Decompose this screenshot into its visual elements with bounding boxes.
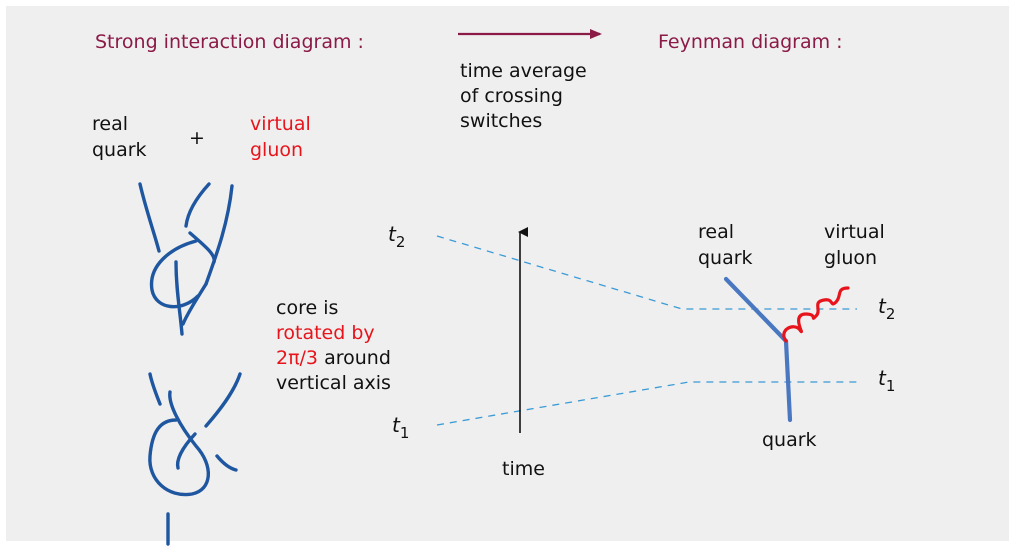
feynman-heading: Feynman diagram :	[658, 30, 843, 55]
time-lines	[437, 236, 857, 425]
feynman-virtual-gluon-label-line-1: virtual	[824, 220, 885, 245]
strand-lower-right-top	[206, 374, 240, 426]
virtual-gluon-label-line-1: virtual	[250, 112, 311, 137]
strand-lower-loop	[150, 392, 208, 495]
feynman-real-quark-label-line-1: real	[698, 220, 734, 245]
gluon-wavy-line	[784, 288, 848, 341]
time-t2-label: t2	[388, 222, 405, 251]
feynman-quark-line	[786, 341, 790, 420]
strand-tangle	[140, 184, 240, 544]
arrow-caption-line-2: of crossing	[460, 84, 563, 109]
strong-interaction-heading: Strong interaction diagram :	[95, 30, 364, 55]
dashed-t1-line	[437, 382, 857, 425]
feynman-virtual-gluon-label-line-2: gluon	[824, 246, 877, 271]
real-quark-label-line-2: quark	[92, 138, 147, 163]
plus-sign: +	[189, 126, 205, 151]
real-quark-label-line-1: real	[92, 112, 128, 137]
time-t1-label: t1	[392, 413, 409, 442]
strand-upper-loop-right	[190, 233, 214, 262]
core-label-line-3: 2π/3 around	[276, 346, 391, 371]
core-label-around: around	[318, 347, 391, 369]
dashed-t2-line	[437, 236, 857, 309]
strand-upper-core	[176, 262, 182, 334]
time-axis-label: time	[502, 457, 545, 482]
feynman-real-quark-line	[726, 279, 786, 341]
virtual-gluon-label-line-2: gluon	[250, 138, 303, 163]
strand-gluon-top-right	[206, 186, 232, 284]
core-label-line-2: rotated by	[276, 321, 375, 346]
strand-lower-cross	[178, 434, 195, 468]
strand-lower-left-top	[150, 374, 160, 404]
feynman-t1-label: t1	[878, 366, 895, 395]
feynman-quark-label: quark	[762, 428, 817, 453]
strand-gluon-top-left	[186, 184, 209, 226]
strand-lower-right-bottom	[217, 456, 236, 470]
arrow-caption-line-3: switches	[460, 109, 542, 134]
feynman-t2-label: t2	[878, 294, 895, 323]
strand-real-quark-top	[140, 184, 159, 251]
core-label-line-1: core is	[276, 296, 338, 321]
arrow-caption-line-1: time average	[460, 59, 587, 84]
feynman-real-quark-label-line-2: quark	[698, 246, 753, 271]
core-label-line-4: vertical axis	[276, 371, 391, 396]
feynman-lines	[726, 279, 790, 420]
rotation-angle: 2π/3	[276, 347, 318, 369]
